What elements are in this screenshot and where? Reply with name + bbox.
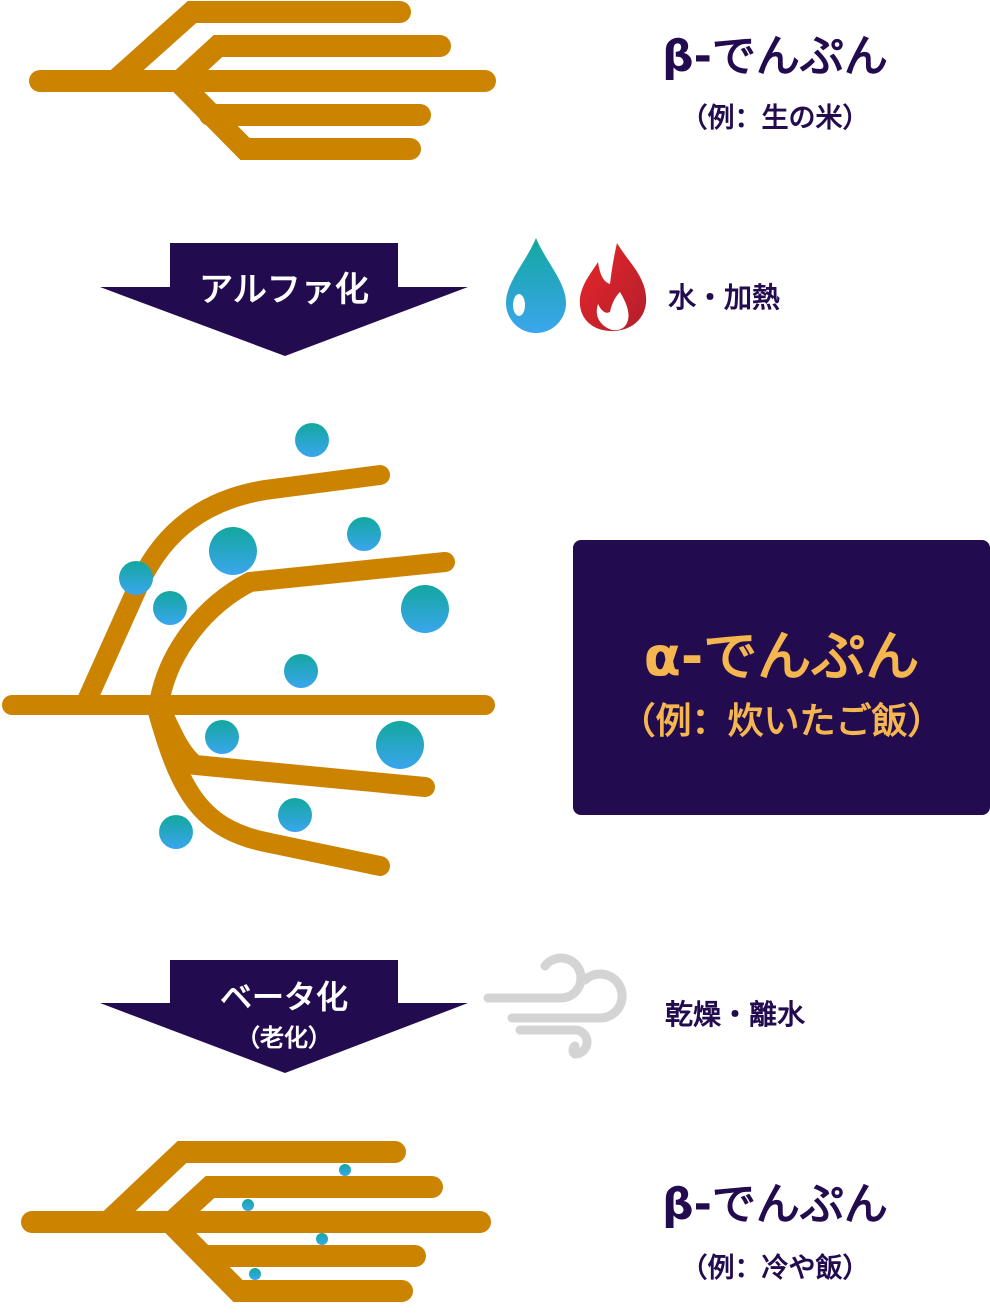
flame-icon bbox=[579, 243, 647, 331]
wind-icon bbox=[483, 953, 627, 1059]
stage-title-raw: β-でんぷん bbox=[662, 31, 888, 82]
water-traces bbox=[242, 1164, 351, 1280]
water-drop-icon bbox=[506, 238, 566, 333]
beta-starch-structure-retrograded bbox=[21, 1141, 491, 1302]
alpha-condition: 水・加熱 bbox=[668, 281, 781, 314]
beta-starch-structure-raw bbox=[29, 0, 496, 160]
beta-arrow bbox=[100, 960, 468, 1073]
beta-condition: 乾燥・離水 bbox=[665, 998, 806, 1031]
stage-example-alpha: （例：炊いたご飯） bbox=[619, 701, 944, 742]
beta-sublabel: （老化） bbox=[236, 1024, 332, 1052]
water-molecules bbox=[119, 423, 449, 849]
alpha-label: アルファ化 bbox=[199, 270, 369, 310]
stage-title-alpha: α-でんぷん bbox=[643, 625, 920, 688]
stage-example-cold: （例：冷や飯） bbox=[680, 1253, 870, 1284]
alpha-starch-box: α-でんぷん （例：炊いたご飯） bbox=[573, 540, 990, 815]
alpha-arrow bbox=[100, 243, 468, 356]
stage-title-cold: β-でんぷん bbox=[662, 1179, 888, 1230]
beta-label: ベータ化 bbox=[219, 978, 348, 1016]
stage-example-raw: （例：生の米） bbox=[680, 103, 870, 134]
